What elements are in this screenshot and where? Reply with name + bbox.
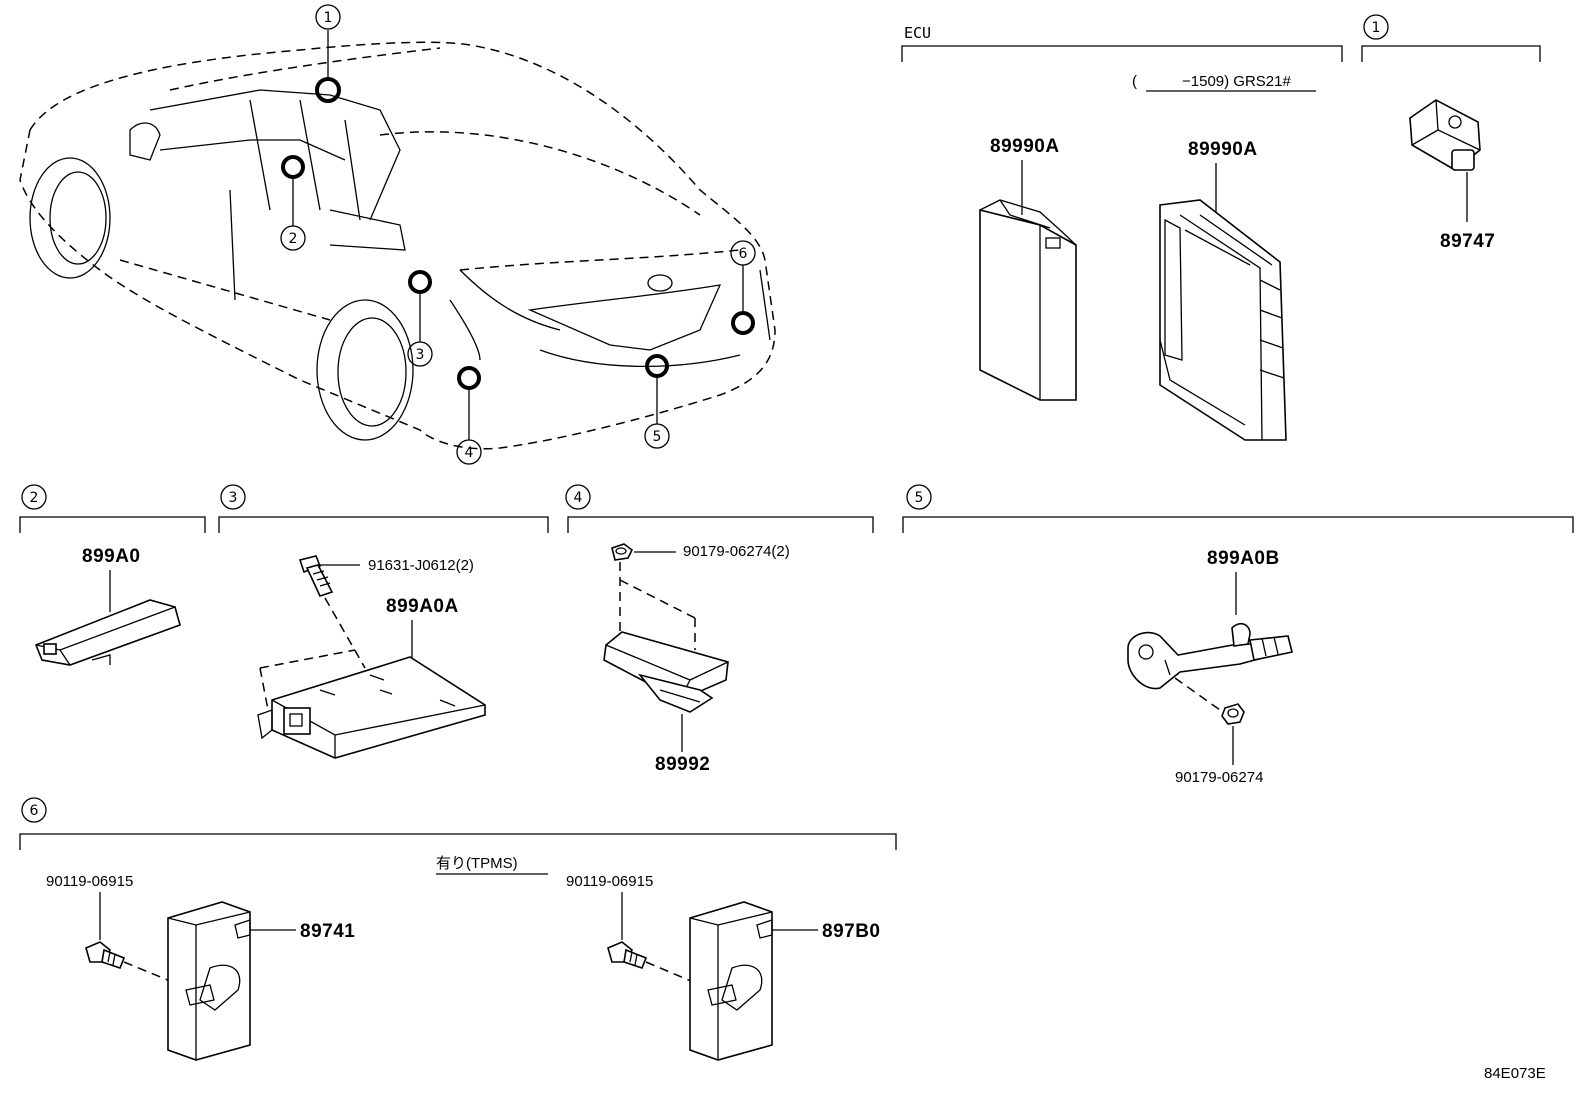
svg-text:6: 6 <box>30 803 39 819</box>
part-89992[interactable]: 89992 <box>655 754 710 775</box>
svg-text:1: 1 <box>324 10 333 26</box>
section-5: 5 899A0B 90179-06274 <box>902 484 1574 786</box>
callout-1: 1 <box>315 4 341 30</box>
part-899A0B[interactable]: 899A0B <box>1207 548 1280 569</box>
bolt-90119-left <box>85 941 126 969</box>
bolt-91631 <box>298 555 334 597</box>
section-6: 6 有り(TPMS) 90119-06915 89741 90119-06915 <box>19 797 897 1061</box>
module-89992 <box>603 631 729 713</box>
bracket-89741 <box>167 901 251 1061</box>
svg-text:4: 4 <box>574 490 583 506</box>
part-89747[interactable]: 89747 <box>1440 231 1495 252</box>
part-89741[interactable]: 89741 <box>300 921 355 942</box>
svg-text:2: 2 <box>30 490 39 506</box>
svg-text:4: 4 <box>465 445 474 461</box>
fastener-91631[interactable]: 91631-J0612(2) <box>368 557 474 574</box>
callout-6: 6 <box>730 240 756 266</box>
fastener-90179-s5[interactable]: 90179-06274 <box>1175 769 1263 786</box>
section-1-header: 1 <box>1361 14 1541 62</box>
condition-tpms: 有り(TPMS) <box>436 855 518 872</box>
ecu-section: ECU ( −1509) GRS21# 89990A 89990A 1 <box>901 14 1541 441</box>
fastener-90179-s4[interactable]: 90179-06274(2) <box>683 543 790 560</box>
part-89990A-left[interactable]: 89990A <box>990 136 1060 157</box>
section-4: 4 90179-06274(2) 89992 <box>565 484 874 775</box>
antenna-899A0 <box>34 599 181 666</box>
bolt-90119-right <box>607 941 648 969</box>
nut-90179-s5 <box>1221 703 1245 725</box>
ecu-module-right <box>1159 199 1287 441</box>
part-899A0[interactable]: 899A0 <box>82 546 141 567</box>
ecu-label: ECU <box>904 24 931 42</box>
svg-text:5: 5 <box>653 429 662 445</box>
sensor-89747 <box>1409 99 1481 171</box>
ecu-note: ( −1509) GRS21# <box>1132 73 1291 90</box>
bracket-897B0 <box>689 901 773 1061</box>
fastener-90119-left[interactable]: 90119-06915 <box>46 873 133 890</box>
nut-90179-s4 <box>611 543 634 561</box>
part-899A0A[interactable]: 899A0A <box>386 596 459 617</box>
vehicle-illustration <box>19 30 776 450</box>
callout-4: 4 <box>456 439 482 465</box>
svg-text:5: 5 <box>915 490 924 506</box>
section-2: 2 899A0 <box>19 484 206 666</box>
svg-text:3: 3 <box>416 347 425 363</box>
section-3: 3 91631-J0612(2) 899A0A <box>218 484 549 759</box>
callout-2: 2 <box>280 225 306 251</box>
svg-text:2: 2 <box>289 231 298 247</box>
callout-3: 3 <box>407 341 433 367</box>
ecu-module-left <box>979 199 1077 401</box>
callout-5: 5 <box>644 423 670 449</box>
svg-text:6: 6 <box>739 246 748 262</box>
svg-text:3: 3 <box>229 490 238 506</box>
module-899A0A <box>257 656 486 759</box>
fastener-90119-right[interactable]: 90119-06915 <box>566 873 653 890</box>
part-897B0[interactable]: 897B0 <box>822 921 881 942</box>
part-89990A-right[interactable]: 89990A <box>1188 139 1258 160</box>
sensor-899A0B <box>1127 622 1293 690</box>
svg-text:1: 1 <box>1372 20 1381 36</box>
diagram-code: 84E073E <box>1484 1065 1546 1082</box>
